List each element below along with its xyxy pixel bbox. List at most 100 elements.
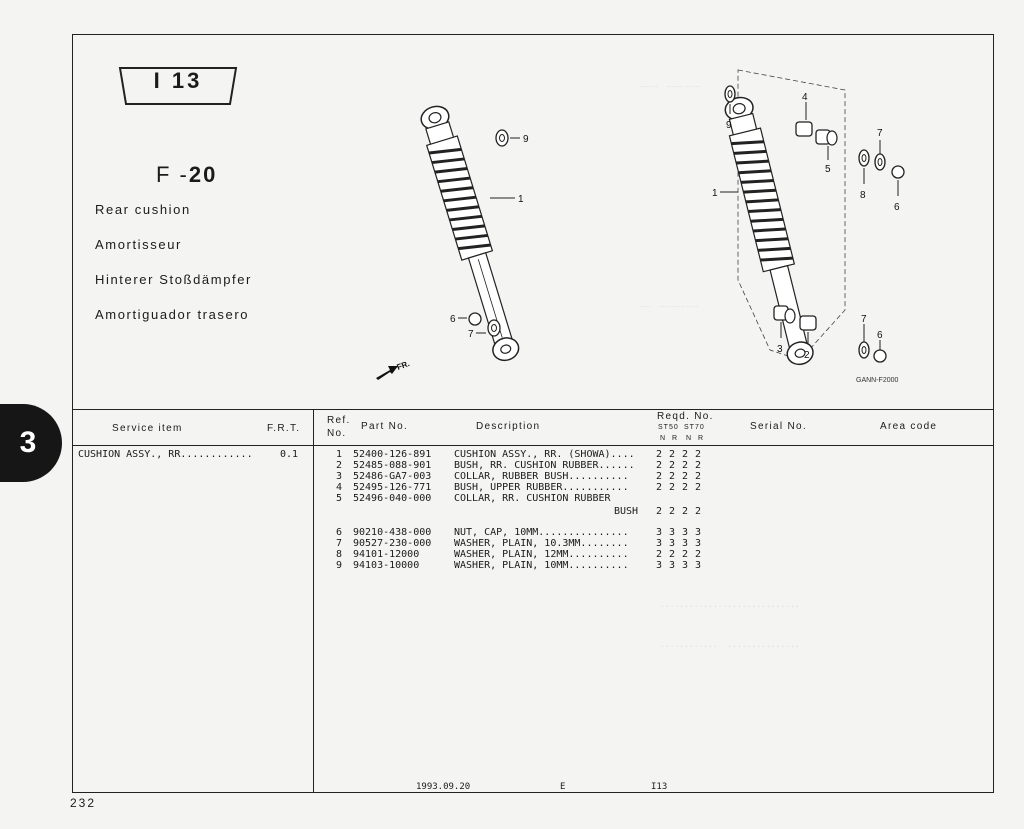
qty: 3 — [656, 538, 663, 549]
table-row: 3 52486-GA7-003 COLLAR, RUBBER BUSH.....… — [334, 471, 701, 483]
section-label: I 13 — [118, 66, 238, 108]
washer-8-icon — [858, 149, 870, 184]
header-service-item: Service item — [112, 423, 183, 434]
description: CUSHION ASSY., RR. (SHOWA).... — [454, 449, 635, 460]
qty: 2 — [695, 482, 702, 493]
ref-no: 4 — [336, 482, 343, 493]
qty: 2 — [682, 549, 689, 560]
collar-5-icon — [815, 129, 838, 160]
description: BUSH, UPPER RUBBER........... — [454, 482, 629, 493]
table-row: 5 52496-040-000 COLLAR, RR. CUSHION RUBB… — [334, 493, 611, 505]
service-item-frt: 0.1 — [280, 449, 299, 460]
description: NUT, CAP, 10MM............... — [454, 527, 629, 538]
header-area-code: Area code — [880, 421, 938, 432]
callout-4: 4 — [802, 92, 808, 103]
washer-9-right-icon — [724, 85, 736, 114]
part-no: 52495-126-771 — [353, 482, 432, 493]
callout-8: 8 — [860, 190, 866, 201]
table-row: 7 90527-230-000 WASHER, PLAIN, 10.3MM...… — [334, 538, 701, 550]
cap-nut-6-right-icon — [891, 165, 905, 196]
header-ref-no-1: Ref. — [327, 415, 351, 426]
washer-7-left-icon — [476, 319, 501, 337]
header-part-no: Part No. — [361, 421, 409, 432]
service-item-label: CUSHION ASSY., RR............ — [78, 449, 253, 460]
upper-bush-4-icon — [795, 102, 813, 137]
cap-nut-6-lower-icon — [873, 340, 887, 363]
figure-code-number: 20 — [188, 162, 218, 187]
washer-7-right-icon — [874, 140, 886, 171]
footer-date: 1993.09.20 — [416, 782, 471, 792]
table-top-rule — [73, 409, 993, 410]
table-header-rule — [73, 445, 993, 446]
callout-7-right: 7 — [877, 128, 883, 139]
header-sub-n1: N — [660, 435, 667, 442]
shock-absorber-right-icon — [724, 96, 814, 366]
qty: 2 — [669, 506, 676, 517]
callout-5: 5 — [825, 164, 831, 175]
qty: 2 — [656, 449, 663, 460]
qty: 3 — [669, 560, 676, 571]
callout-6-lower: 6 — [877, 330, 883, 341]
qty: 2 — [682, 449, 689, 460]
qty: 2 — [656, 482, 663, 493]
table-row: 9 94103-10000 WASHER, PLAIN, 10MM.......… — [334, 560, 701, 572]
ref-no: 7 — [336, 538, 343, 549]
qty: 2 — [656, 471, 663, 482]
callout-1-left: 1 — [518, 194, 524, 205]
section-tab: 3 — [0, 404, 62, 482]
description: BUSH — [614, 506, 639, 517]
part-no: 52485-088-901 — [353, 460, 432, 471]
qty: 3 — [656, 560, 663, 571]
ref-no: 8 — [336, 549, 343, 560]
callout-2: 2 — [804, 350, 810, 361]
ref-no: 3 — [336, 471, 343, 482]
exploded-diagram: 1 9 6 7 1 9 4 7 5 8 6 3 2 7 6 FR. GANN-F… — [376, 69, 905, 384]
qty: 3 — [682, 527, 689, 538]
description: BUSH, RR. CUSHION RUBBER...... — [454, 460, 635, 471]
collar-3-icon — [773, 305, 796, 338]
column-divider — [313, 409, 314, 792]
part-no: 90210-438-000 — [353, 527, 432, 538]
description: WASHER, PLAIN, 10MM.......... — [454, 560, 629, 571]
header-sub-r2: R — [698, 435, 705, 442]
part-no: 52496-040-000 — [353, 493, 432, 504]
qty: 3 — [695, 538, 702, 549]
header-sub-r1: R — [672, 435, 679, 442]
front-direction-arrow-icon — [376, 366, 398, 380]
qty: 2 — [695, 449, 702, 460]
qty: 2 — [695, 460, 702, 471]
direction-label: FR. — [396, 359, 411, 372]
callout-9-right: 9 — [726, 120, 732, 131]
qty: 2 — [669, 549, 676, 560]
section-label-box-icon — [118, 67, 238, 105]
description: WASHER, PLAIN, 10.3MM........ — [454, 538, 629, 549]
cap-nut-6-left-icon — [458, 312, 482, 326]
title-fr: Amortisseur — [95, 237, 182, 252]
qty: 2 — [656, 549, 663, 560]
figure-code: F -20 — [156, 162, 217, 188]
qty: 3 — [695, 560, 702, 571]
callout-6-right: 6 — [894, 202, 900, 213]
footer-section: I13 — [651, 782, 668, 792]
callout-9-left: 9 — [523, 134, 529, 145]
figure-code-prefix: F - — [156, 162, 189, 187]
qty: 3 — [656, 527, 663, 538]
header-model-st70: ST70 — [684, 424, 705, 431]
header-ref-no-2: No. — [327, 428, 347, 439]
callout-1-right: 1 — [712, 188, 718, 199]
table-row: 1 52400-126-891 CUSHION ASSY., RR. (SHOW… — [334, 449, 701, 461]
callout-6-left: 6 — [450, 314, 456, 325]
part-no: 90527-230-000 — [353, 538, 432, 549]
qty: 2 — [682, 460, 689, 471]
qty: 2 — [695, 506, 702, 517]
qty: 2 — [682, 506, 689, 517]
header-frt: F.R.T. — [267, 423, 301, 434]
header-sub-n2: N — [686, 435, 693, 442]
qty: 3 — [682, 560, 689, 571]
table-row: 4 52495-126-771 BUSH, UPPER RUBBER......… — [334, 482, 701, 494]
part-no: 94101-12000 — [353, 549, 420, 560]
ref-no: 9 — [336, 560, 343, 571]
section-label-text: I 13 — [153, 68, 203, 93]
table-row: BUSH 2 2 2 2 — [334, 506, 701, 518]
table-row: 2 52485-088-901 BUSH, RR. CUSHION RUBBER… — [334, 460, 701, 472]
